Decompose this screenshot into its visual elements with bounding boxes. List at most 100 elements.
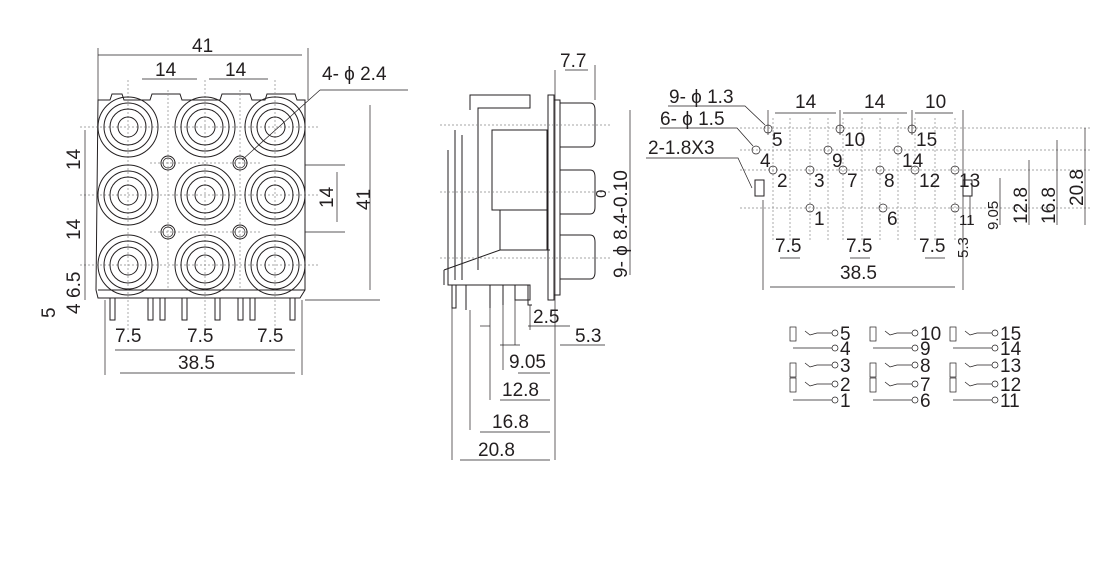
rca-jack (97, 164, 159, 226)
dim-5: 5 (39, 307, 60, 318)
dim-height-41: 41 (354, 189, 375, 210)
pin-label: 2 (777, 171, 788, 192)
dim-16-8: 16.8 (492, 412, 529, 433)
pin-label: 10 (844, 130, 865, 151)
pin-hole-4 (751, 145, 761, 155)
pin (109, 297, 116, 321)
pin-hole-6 (878, 203, 888, 213)
dim-holes: 4- ϕ 2.4 (322, 64, 387, 85)
hole-note-1-5: 6- ϕ 1.5 (660, 109, 725, 130)
dim-right-14: 14 (317, 186, 338, 208)
dim-pin-pitch: 7.5 (115, 326, 141, 347)
mounting-hole (232, 224, 248, 240)
dim-pin-pitch: 7.5 (187, 326, 213, 347)
pin-hole-11 (950, 203, 960, 213)
pin-hole-5 (763, 124, 773, 134)
schematic-pin-label: 15 (1000, 324, 1021, 345)
schematic-pin-label: 12 (1000, 375, 1021, 396)
pin-label: 5 (772, 130, 783, 151)
schematic-pin-label: 5 (840, 324, 851, 345)
pitch-14: 14 (864, 92, 886, 113)
pin-hole-12 (910, 165, 920, 175)
dim-jack-diameter: 9- ϕ 8.4-0.10 (611, 170, 632, 278)
right-dim: 9.05 (985, 201, 1002, 230)
pin-hole-14 (893, 145, 903, 155)
pitch-7-5: 7.5 (846, 236, 872, 257)
dim-pitch-14: 14 (225, 60, 247, 81)
pin-label: 12 (919, 171, 940, 192)
pin-label: 14 (902, 151, 924, 172)
pin-hole-8 (875, 165, 885, 175)
rca-jack (174, 164, 236, 226)
pin-hole-7 (838, 165, 848, 175)
right-dim: 20.8 (1067, 169, 1088, 206)
pin-label: 11 (959, 212, 975, 229)
schematic-pin-label: 13 (1000, 356, 1021, 377)
rca-jack (97, 96, 159, 158)
pin-label: 13 (959, 171, 980, 192)
pitch-7-5: 7.5 (919, 236, 945, 257)
pin-label: 7 (847, 171, 858, 192)
pin-label: 9 (832, 151, 843, 172)
rca-jack (244, 96, 306, 158)
slot-note: 2-1.8X3 (648, 138, 715, 159)
pin (159, 297, 166, 321)
pin-label: 4 (760, 151, 771, 172)
front-view: 41 14 14 4- ϕ 2.4 14 14 6.5 4 5 14 41 7.… (39, 36, 408, 375)
dim-4: 4 (64, 303, 85, 314)
pin-hole-13 (950, 165, 960, 175)
pin (147, 297, 154, 321)
dim-tolerance-upper: 0 (593, 190, 610, 198)
schematic-pin-label: 4 (840, 339, 851, 360)
schematic-pin-label: 10 (920, 324, 941, 345)
pin-hole-3 (805, 165, 815, 175)
schematic-pin-label: 14 (1000, 339, 1022, 360)
schematic-pin-label: 3 (840, 356, 851, 377)
dim-12-8: 12.8 (502, 380, 539, 401)
span-38-5: 38.5 (840, 263, 877, 284)
slot-right (962, 179, 973, 197)
dim-6-5: 6.5 (64, 272, 85, 298)
schematic-pin-label: 6 (920, 391, 931, 412)
dim-2-5: 2.5 (533, 307, 559, 328)
slot-left (754, 179, 765, 197)
schematic-pin-label: 1 (840, 391, 851, 412)
pin (289, 297, 296, 321)
pin-hole-1 (805, 203, 815, 213)
pin-label: 6 (887, 209, 898, 230)
schematic-pin-label: 2 (840, 375, 851, 396)
rca-jack (97, 234, 159, 296)
mounting-hole (160, 155, 176, 171)
pitch-14: 14 (795, 92, 817, 113)
rca-jack (244, 234, 306, 296)
dim-7-7: 7.7 (560, 51, 586, 72)
schematic-pin-label: 11 (1000, 391, 1020, 412)
dim-pitch-y1: 14 (64, 148, 85, 170)
pin (237, 297, 244, 321)
pitch-10: 10 (925, 92, 946, 113)
dim-width-41: 41 (192, 36, 213, 57)
pin-label: 1 (814, 209, 825, 230)
dim-pin-span: 38.5 (178, 353, 215, 374)
dim-pitch-y2: 14 (64, 218, 85, 240)
pin-hole-15 (907, 124, 917, 134)
mounting-hole (160, 224, 176, 240)
pin-label: 3 (814, 171, 825, 192)
rca-jack (244, 164, 306, 226)
hole-note-1-3: 9- ϕ 1.3 (669, 87, 734, 108)
rca-jack (174, 234, 236, 296)
pin-hole-10 (835, 124, 845, 134)
pin (214, 297, 221, 321)
side-view: 7.7 9- ϕ 8.4-0.10 0 2.5 5.3 9.05 12.8 16… (440, 51, 632, 461)
dim-pitch-14: 14 (155, 60, 177, 81)
dim-20-8: 20.8 (478, 440, 515, 461)
dim-5-3: 5.3 (575, 326, 601, 347)
pin-label: 15 (916, 130, 937, 151)
pin (181, 297, 188, 321)
